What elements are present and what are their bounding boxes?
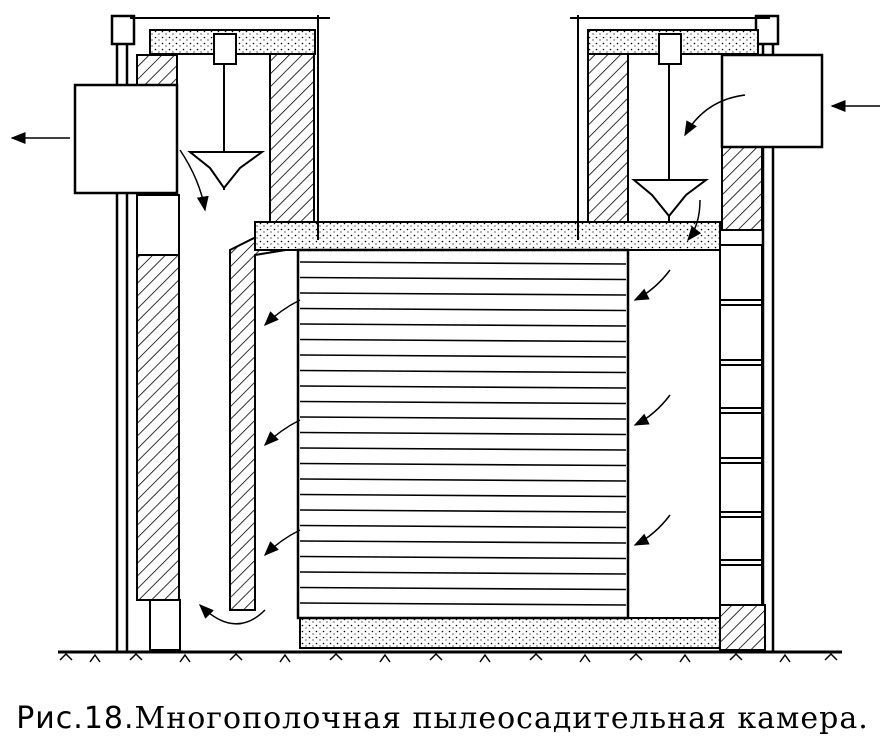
dust-settling-chamber-diagram <box>10 14 880 663</box>
shelf-stack-outline <box>296 248 630 620</box>
shelf-line <box>299 416 627 420</box>
caption-prefix: Рис.18. <box>16 701 135 736</box>
airflow-arrows <box>10 94 880 625</box>
shelf-line <box>299 369 627 374</box>
shelf-line <box>299 555 627 560</box>
shelf-line <box>299 338 627 343</box>
shelf-line <box>299 509 627 513</box>
shelf-line <box>299 493 627 498</box>
shelf-line <box>299 400 627 405</box>
shelf-line <box>299 586 627 591</box>
inlet-duct <box>720 53 824 149</box>
shelf-line <box>299 307 627 312</box>
shelf-line <box>299 602 627 606</box>
figure-caption: Рис.18.Многополочная пылеосадительная ка… <box>0 696 885 742</box>
caption-text: Многополочная пылеосадительная камера. <box>134 701 869 736</box>
shelf-line <box>299 276 627 281</box>
shelf-line <box>299 540 627 544</box>
shelf-line <box>299 292 627 296</box>
shelf-line <box>299 478 627 482</box>
shelf-line <box>299 571 627 575</box>
shelf-line <box>299 431 627 436</box>
right-wall-cells <box>719 244 763 606</box>
left-damper <box>187 33 266 190</box>
shelf-line <box>299 462 627 467</box>
ground <box>58 650 842 663</box>
shelf-line <box>299 385 627 389</box>
shelf-line <box>299 261 627 265</box>
rods <box>130 15 770 240</box>
settling-shelves <box>299 261 627 606</box>
right-shaft-wall <box>587 31 766 651</box>
shelf-line <box>299 323 627 327</box>
outlet-duct <box>73 83 179 195</box>
shelf-line <box>299 354 627 358</box>
shelf-line <box>299 524 627 529</box>
left-shaft-wall <box>229 31 315 611</box>
right-damper <box>631 33 709 222</box>
shelf-line <box>299 447 627 451</box>
